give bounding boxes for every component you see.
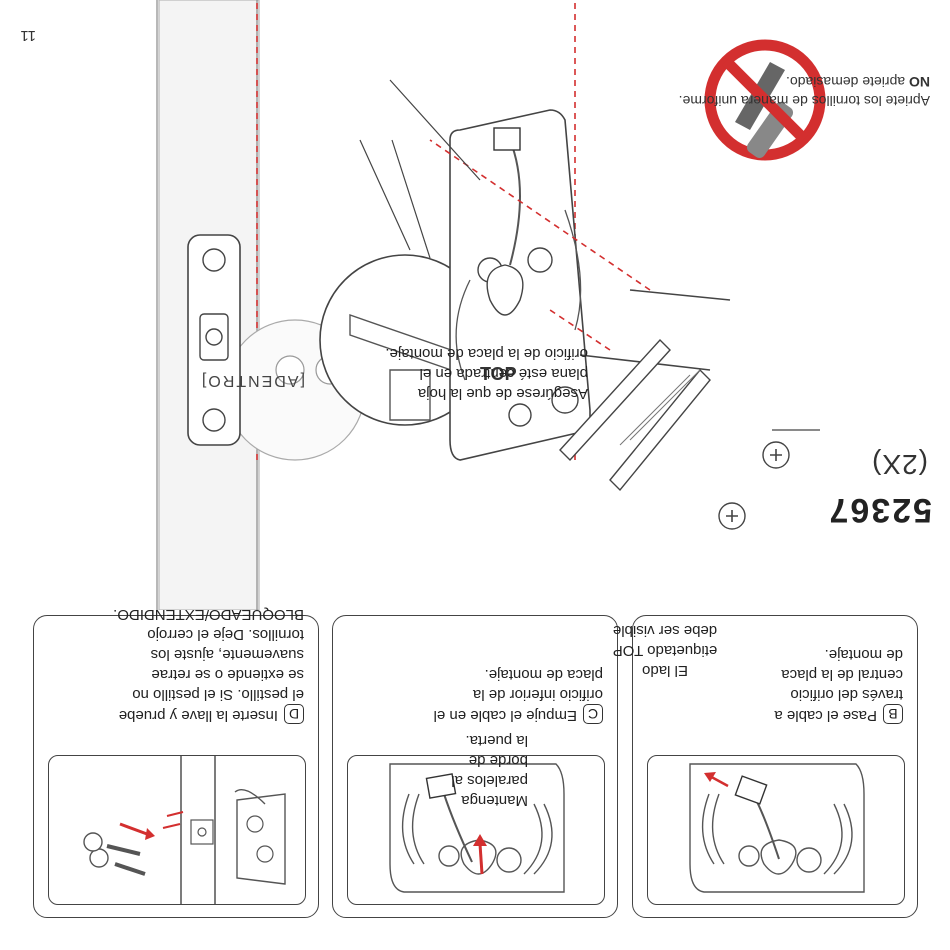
step-d-panel: DInserte la llave y pruebe el pestillo. … <box>33 606 319 918</box>
step-c-panel: CEmpuje el cable en el orificio inferior… <box>332 615 618 918</box>
cable-connector-icon <box>493 127 521 151</box>
tighten-note: Apriete los tornillos de manera uniforme… <box>678 74 930 109</box>
key-icon <box>83 832 146 876</box>
arrow-icon <box>119 822 148 836</box>
cable-connector-icon <box>734 775 768 805</box>
step-d-caption: DInserte la llave y pruebe el pestillo. … <box>113 606 304 724</box>
top-side-note: El lado etiquetado TOP debe ser visible <box>612 622 718 679</box>
step-c-illustration <box>347 755 605 905</box>
step-c-badge: C <box>583 704 603 724</box>
screw-icon <box>429 139 790 530</box>
arrow-icon <box>478 843 484 875</box>
step-d-illustration <box>48 755 306 905</box>
part-number: 52367 <box>827 491 932 529</box>
assembly-illustration: TOP <box>156 0 826 610</box>
plate-top-label: TOP <box>480 364 517 384</box>
step-b-panel: BPase el cable a través del orificio cen… <box>632 615 918 918</box>
quantity: (2X) <box>871 449 928 480</box>
cable-connector-icon <box>425 773 457 799</box>
flat-sheet-note: Asegúrese de que la hoja plana esté cent… <box>385 345 588 402</box>
no-overtighten-icon <box>704 39 826 161</box>
step-d-badge: D <box>284 704 304 724</box>
step-c-caption: CEmpuje el cable en el orificio inferior… <box>433 666 603 724</box>
parallel-note: Mantenga paralelos al borde de la puerta… <box>451 732 528 809</box>
step-b-illustration <box>647 755 905 905</box>
mounting-plate-icon: TOP <box>449 109 591 461</box>
step-b-badge: B <box>883 704 903 724</box>
inside-label: [ADENTRO] <box>199 372 305 389</box>
